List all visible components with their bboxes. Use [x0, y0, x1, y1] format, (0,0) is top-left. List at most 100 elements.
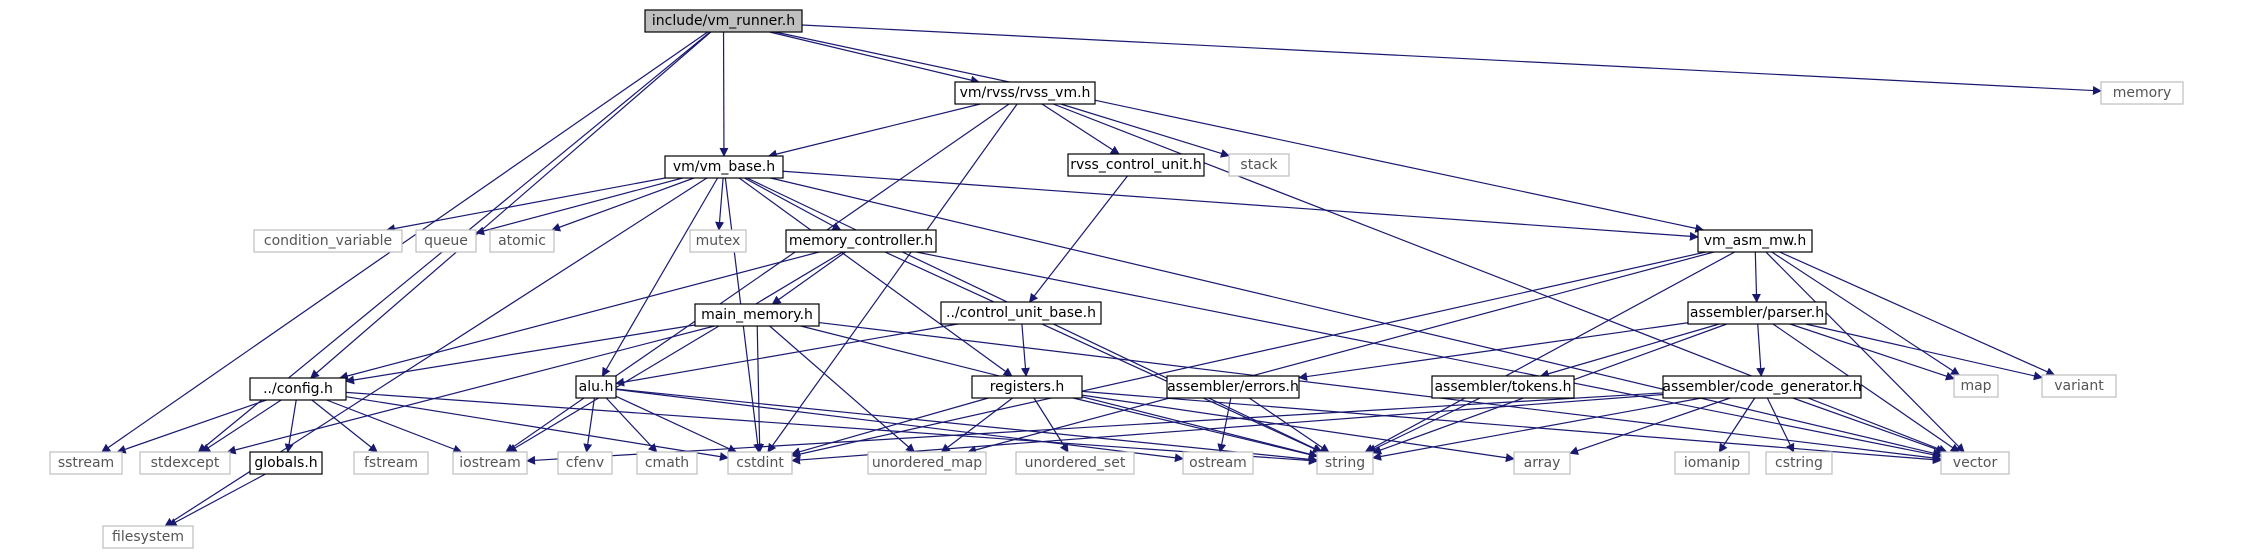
- node-rvss-vm[interactable]: vm/rvss/rvss_vm.h: [954, 81, 1096, 105]
- node-registers[interactable]: registers.h: [971, 375, 1083, 399]
- node-label: assembler/errors.h: [1167, 379, 1299, 395]
- node-errors[interactable]: assembler/errors.h: [1166, 375, 1300, 399]
- edge-mainmem-to-stdexcept: [226, 325, 715, 455]
- edge-vm_asm_mw-to-map: [1771, 251, 1960, 376]
- edge-alu-to-string: [615, 388, 1318, 464]
- node-condvar: condition_variable: [253, 229, 403, 253]
- node-box: [452, 451, 528, 475]
- node-cstring: cstring: [1765, 451, 1833, 475]
- node-config[interactable]: ../config.h: [249, 377, 347, 401]
- node-mutex: mutex: [689, 229, 747, 253]
- node-box: [1953, 374, 1999, 398]
- edge-vm_asm_mw-to-parser: [1751, 251, 1761, 303]
- edge-mainmem-to-config: [345, 324, 696, 385]
- node-label: atomic: [498, 233, 546, 249]
- node-box: [1697, 229, 1813, 253]
- node-box: [689, 229, 747, 253]
- edge-mainmem-to-cstdint: [755, 325, 765, 453]
- node-box: [1765, 451, 1833, 475]
- node-label: stack: [1240, 157, 1278, 173]
- node-variant: variant: [2041, 374, 2117, 398]
- node-box: [1940, 451, 2010, 475]
- edge-vm_runner-to-memory: [801, 24, 2102, 96]
- node-box: [102, 525, 194, 549]
- node-label: vm/rvss/rvss_vm.h: [960, 85, 1091, 101]
- edge-registers-to-array: [1081, 394, 1515, 463]
- edge-vm_runner-to-config: [310, 31, 712, 379]
- node-vm-runner[interactable]: include/vm_runner.h: [644, 9, 803, 33]
- node-label: map: [1960, 378, 1991, 394]
- node-box: [575, 375, 617, 399]
- node-parser[interactable]: assembler/parser.h: [1687, 301, 1827, 325]
- edge-codegen-to-cstring: [1766, 397, 1795, 453]
- edge-alu-to-ostream: [615, 388, 1184, 463]
- node-codegen[interactable]: assembler/code_generator.h: [1662, 375, 1862, 399]
- node-box: [1182, 451, 1254, 475]
- node-label: fstream: [364, 455, 418, 471]
- node-alu[interactable]: alu.h: [575, 375, 617, 399]
- node-tokens[interactable]: assembler/tokens.h: [1431, 375, 1575, 399]
- node-mainmem[interactable]: main_memory.h: [694, 303, 820, 327]
- node-box: [785, 229, 937, 253]
- node-iomanip: iomanip: [1674, 451, 1750, 475]
- node-box: [644, 9, 803, 33]
- edge-cu_base-to-alu: [615, 323, 958, 387]
- edge-cu_base-to-registers: [1020, 323, 1030, 377]
- edge-codegen-to-string: [1372, 397, 1702, 461]
- node-cmath: cmath: [636, 451, 698, 475]
- node-box: [1687, 301, 1827, 325]
- node-sstream: sstream: [49, 451, 123, 475]
- edge-vm_asm_mw-to-unordered_map: [967, 251, 1715, 455]
- node-label: ostream: [1189, 455, 1247, 471]
- node-unordered-map: unordered_map: [867, 451, 987, 475]
- edge-vm_runner-to-rvss_vm: [769, 31, 980, 85]
- edge-memctrl-to-vector: [916, 251, 1942, 460]
- node-box: [1316, 451, 1374, 475]
- edge-memctrl-to-iostream: [507, 251, 843, 453]
- node-iostream: iostream: [452, 451, 528, 475]
- node-label: registers.h: [990, 379, 1065, 395]
- edge-vm_asm_mw-to-vector: [1765, 251, 1965, 453]
- node-box: [2100, 81, 2184, 105]
- node-vm-asm-mw[interactable]: vm_asm_mw.h: [1697, 229, 1813, 253]
- node-label: variant: [2054, 378, 2104, 394]
- node-box: [253, 229, 403, 253]
- node-box: [1015, 451, 1135, 475]
- edge-registers-to-string: [1072, 397, 1318, 459]
- node-label: iomanip: [1684, 455, 1740, 471]
- header-nodes: include/vm_runner.h vm/rvss/rvss_vm.h vm/v…: [49, 9, 2184, 549]
- node-label: condition_variable: [264, 233, 392, 249]
- edge-parser-to-map: [1789, 323, 1955, 381]
- node-cu-base[interactable]: ../control_unit_base.h: [940, 301, 1102, 325]
- node-box: [727, 451, 793, 475]
- edge-registers-to-cstdint: [791, 397, 989, 457]
- edge-config-to-fstream: [311, 399, 378, 453]
- node-box: [139, 451, 231, 475]
- node-array: array: [1513, 451, 1571, 475]
- node-box: [249, 377, 347, 401]
- node-label: cmath: [645, 455, 689, 471]
- edge-vm_asm_mw-to-cstdint: [791, 251, 1706, 459]
- edge-vm_base-to-atomic: [551, 177, 695, 232]
- node-rvss-cu[interactable]: rvss_control_unit.h: [1067, 153, 1205, 177]
- node-cstdint: cstdint: [727, 451, 793, 475]
- node-label: vm_asm_mw.h: [1704, 233, 1807, 249]
- node-box: [636, 451, 698, 475]
- edge-errors-to-string: [1248, 397, 1330, 453]
- edge-alu-to-cmath: [605, 397, 658, 453]
- node-label: array: [1524, 455, 1561, 471]
- node-label: stdexcept: [151, 455, 220, 471]
- node-box: [1674, 451, 1750, 475]
- node-label: vm/vm_base.h: [673, 159, 775, 175]
- edge-rvss_cu-to-cu_base: [1028, 175, 1128, 303]
- node-label: cstdint: [736, 455, 784, 471]
- node-box: [954, 81, 1096, 105]
- node-memctrl[interactable]: memory_controller.h: [785, 229, 937, 253]
- node-globals[interactable]: globals.h: [249, 451, 323, 475]
- edge-rvss_vm-to-rvss_cu: [1041, 103, 1120, 155]
- node-label: assembler/code_generator.h: [1662, 379, 1861, 395]
- node-vm-base[interactable]: vm/vm_base.h: [664, 155, 784, 179]
- edge-errors-to-ostream: [1217, 397, 1232, 453]
- edge-parser-to-vector: [1772, 323, 1960, 453]
- edge-vm_base-to-vector: [770, 177, 1942, 458]
